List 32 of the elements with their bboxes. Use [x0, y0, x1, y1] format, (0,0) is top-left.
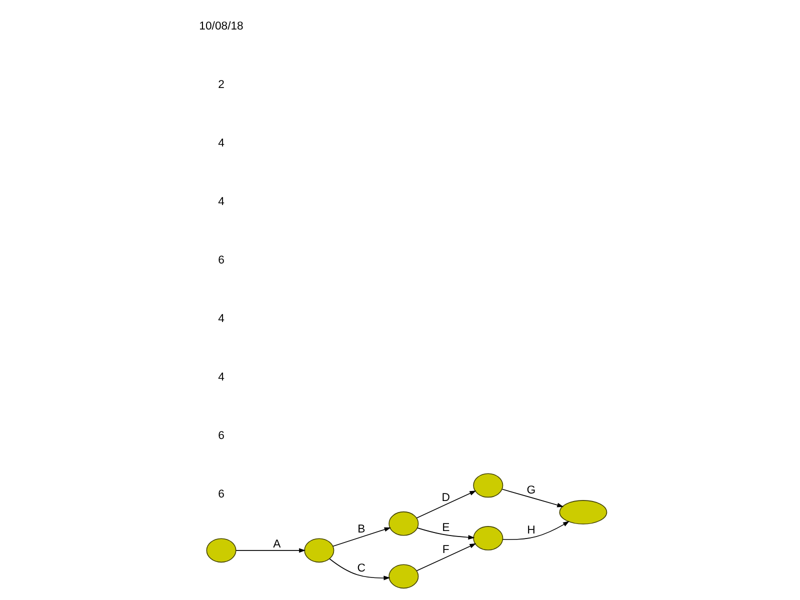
label: 6 [218, 488, 224, 500]
edge-label: A [273, 538, 281, 550]
label: 6 [218, 254, 224, 266]
edge-label: C [357, 562, 366, 575]
node-circle [473, 473, 504, 498]
arrow [416, 490, 476, 518]
edge-label: E [442, 522, 450, 534]
arrow [417, 528, 475, 540]
edge-label: B [358, 524, 366, 536]
label: 4 [218, 312, 224, 325]
edge-label: D [442, 492, 450, 504]
node-circle [473, 526, 504, 550]
label: 4 [218, 196, 224, 208]
arrow [502, 521, 570, 540]
edge-label: G [526, 484, 536, 497]
arrow [416, 543, 476, 572]
label: 6 [218, 430, 224, 442]
arrow [332, 527, 391, 547]
label: 4 [218, 137, 224, 150]
label: 2 [218, 78, 224, 91]
edge-label: F [442, 544, 450, 556]
node-circle [559, 500, 608, 524]
label: 10/08/18 [199, 20, 244, 32]
label: 4 [218, 371, 224, 384]
arrow [502, 488, 564, 508]
edge-label: H [527, 524, 536, 537]
node-circle [206, 538, 236, 563]
node-circle [388, 511, 419, 536]
node-circle [388, 564, 419, 589]
arrow [329, 558, 390, 580]
node-circle [304, 538, 334, 563]
arrow [236, 548, 306, 553]
